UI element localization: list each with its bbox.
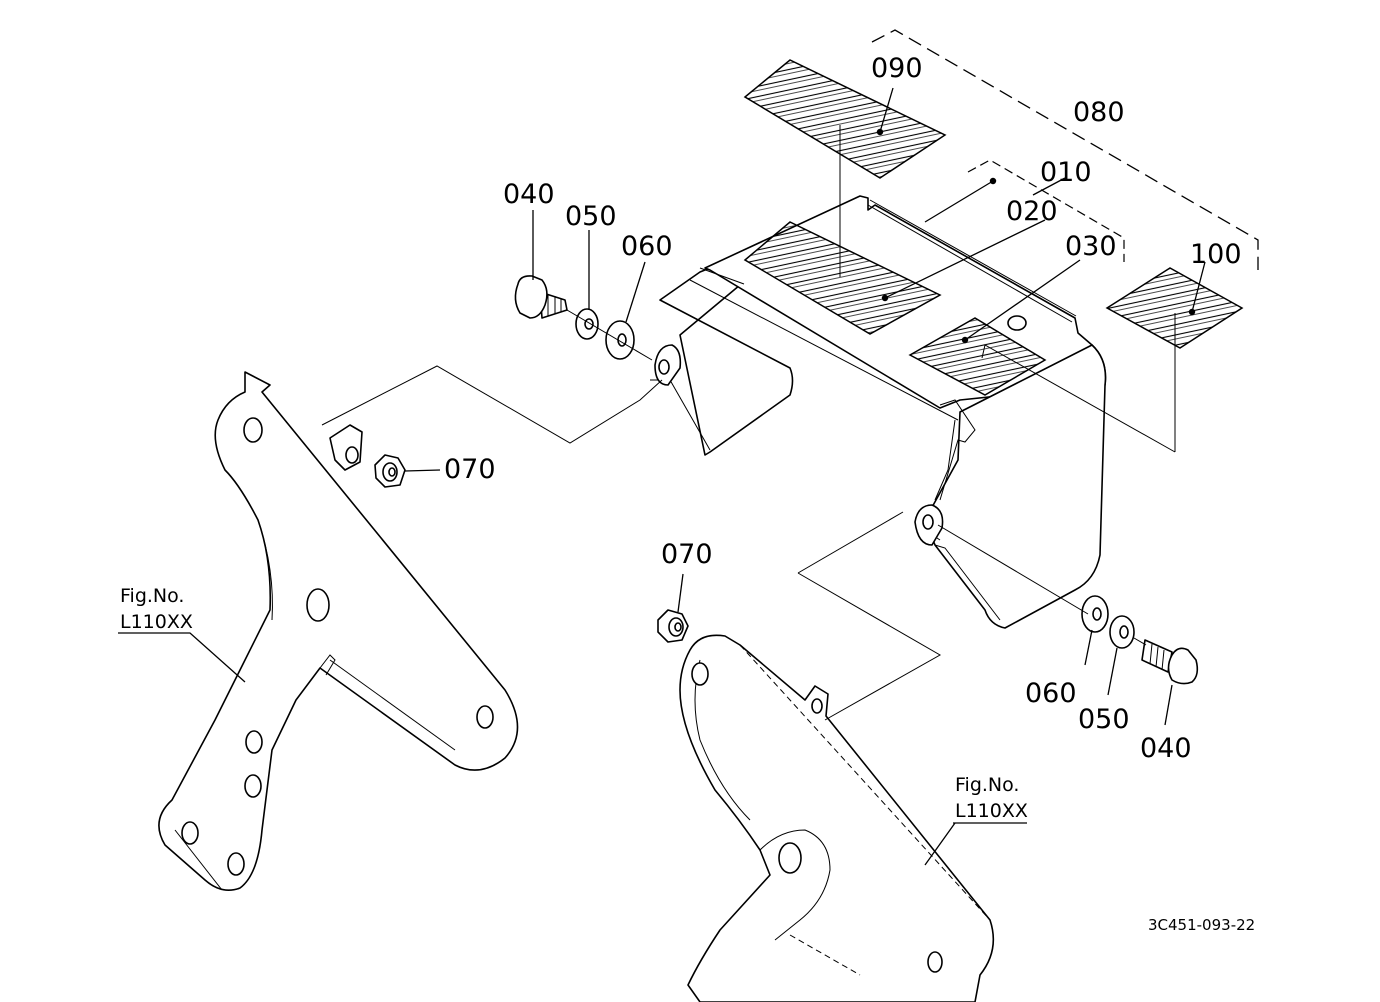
label-080: 080 [1073,97,1125,128]
right-frame-bracket [679,634,995,1002]
bolt-040-bottom [1141,639,1199,685]
label-040-top: 040 [503,179,555,210]
bolt-040-top [514,275,568,319]
fig-ref-left-line1: Fig.No. [120,585,184,607]
decal-100 [1105,267,1244,349]
cover-part-010 [650,195,1107,629]
left-frame-bracket [158,371,519,891]
washer-050-bottom [1109,615,1135,649]
label-060-top: 060 [621,231,673,262]
nut-070-left [374,454,406,488]
label-060-bottom: 060 [1025,678,1077,709]
assembly-bracket-010 [967,159,1125,262]
label-050-top: 050 [565,201,617,232]
centre-lines [321,125,1176,721]
nut-070-center [657,609,689,643]
label-040-bottom: 040 [1140,733,1192,764]
label-070-center: 070 [661,539,713,570]
leader-lines [118,87,1206,866]
fig-ref-right-line2: L110XX [955,800,1028,822]
label-030: 030 [1065,231,1117,262]
assembly-bracket-080 [871,29,1259,270]
drawing-code: 3C451-093-22 [1148,916,1255,934]
label-050-bottom: 050 [1078,704,1130,735]
washer-060-bottom [1081,595,1109,633]
fig-ref-right-line1: Fig.No. [955,774,1019,796]
label-020: 020 [1006,196,1058,227]
label-010: 010 [1040,157,1092,188]
leader-dots [876,128,1196,344]
washer-060-top [605,320,635,360]
decal-020 [743,221,942,335]
label-090: 090 [871,53,923,84]
fig-ref-left-line2: L110XX [120,611,193,633]
decal-030 [908,317,1047,396]
washer-050-top [575,308,599,340]
decal-090 [743,59,947,179]
label-100: 100 [1190,239,1242,270]
label-070-left: 070 [444,454,496,485]
